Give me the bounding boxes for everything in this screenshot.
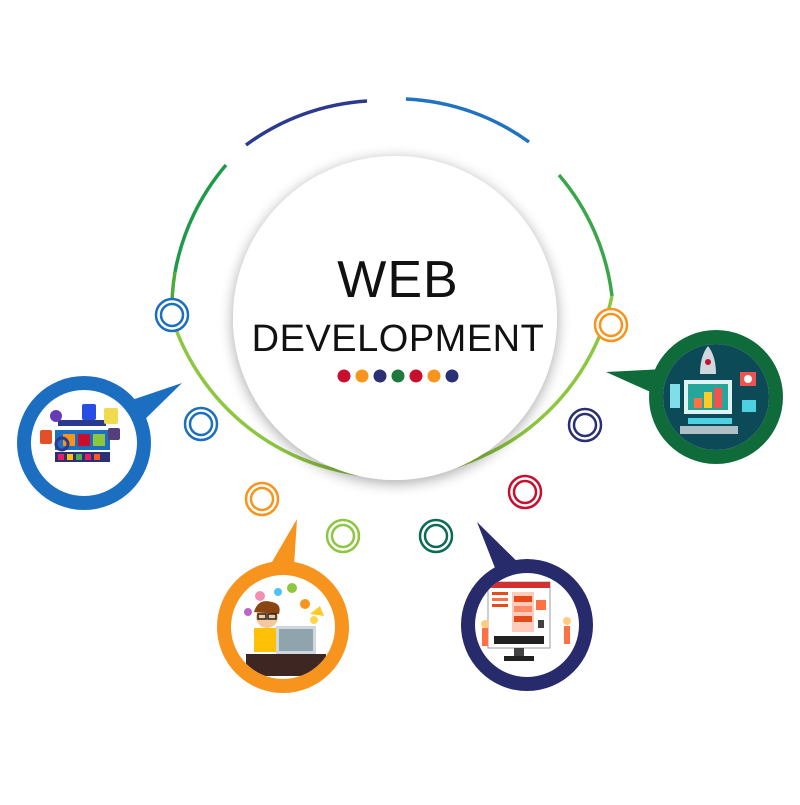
ring-node-3 — [244, 481, 280, 517]
arc-top-blue — [405, 97, 531, 144]
title-dot-7 — [445, 369, 459, 383]
title-web: WEB — [337, 251, 459, 309]
launch-rocket-dashboard-icon — [663, 344, 769, 450]
title-dot-5 — [409, 369, 423, 383]
bubble-bottom-right — [461, 559, 593, 691]
developer-coding-icon — [244, 583, 326, 676]
arc-right-green — [557, 173, 614, 297]
web-design-monitor-icon — [481, 581, 571, 661]
title-dot-4 — [391, 369, 405, 383]
ring-node-8 — [593, 307, 629, 343]
bubble-top-right — [649, 330, 783, 464]
bubble-bottom-left — [217, 561, 349, 693]
ring-node-2 — [183, 406, 219, 442]
title-dot-3 — [373, 369, 387, 383]
ring-nodes — [154, 297, 629, 554]
ring-node-5 — [418, 518, 454, 554]
title-dot-1 — [337, 369, 351, 383]
arc-left-green — [173, 163, 228, 273]
bubble-top-left — [17, 376, 151, 510]
ring-node-4 — [325, 518, 361, 554]
arc-top-navy — [244, 99, 368, 147]
ring-node-6 — [507, 474, 543, 510]
title-dot-2 — [355, 369, 369, 383]
title-dot-6 — [427, 369, 441, 383]
web-technologies-icon — [40, 404, 120, 472]
ring-node-7 — [567, 407, 603, 443]
ring-node-1 — [154, 297, 190, 333]
center-circle — [233, 156, 557, 480]
title-development: DEVELOPMENT — [251, 318, 545, 360]
title-dots — [337, 369, 459, 383]
